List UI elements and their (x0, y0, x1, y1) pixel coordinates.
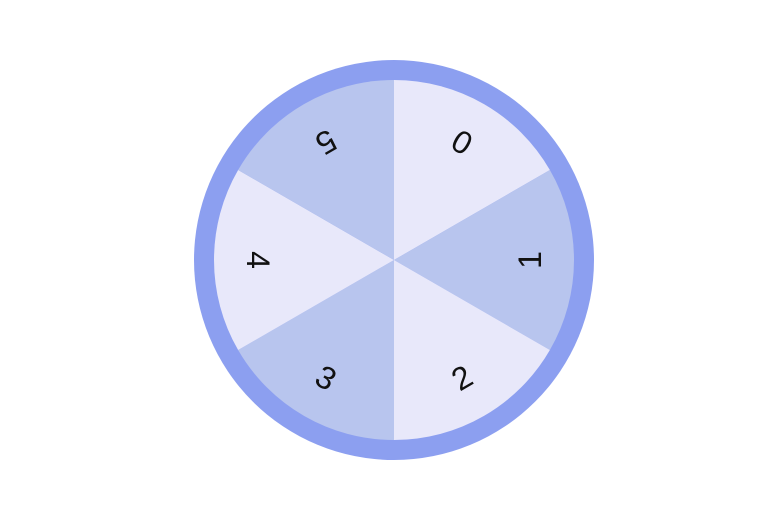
wheel-slices (214, 80, 574, 440)
wheel-label-1: 1 (512, 251, 548, 269)
wheel-slice-3 (238, 260, 394, 440)
wheel-slice-4 (214, 170, 394, 350)
wheel-label-4: 4 (240, 251, 276, 269)
wheel-slice-1 (394, 170, 574, 350)
wheel-slice-2 (394, 260, 550, 440)
wheel-slice-5 (238, 80, 394, 260)
wheel-slice-0 (394, 80, 550, 260)
